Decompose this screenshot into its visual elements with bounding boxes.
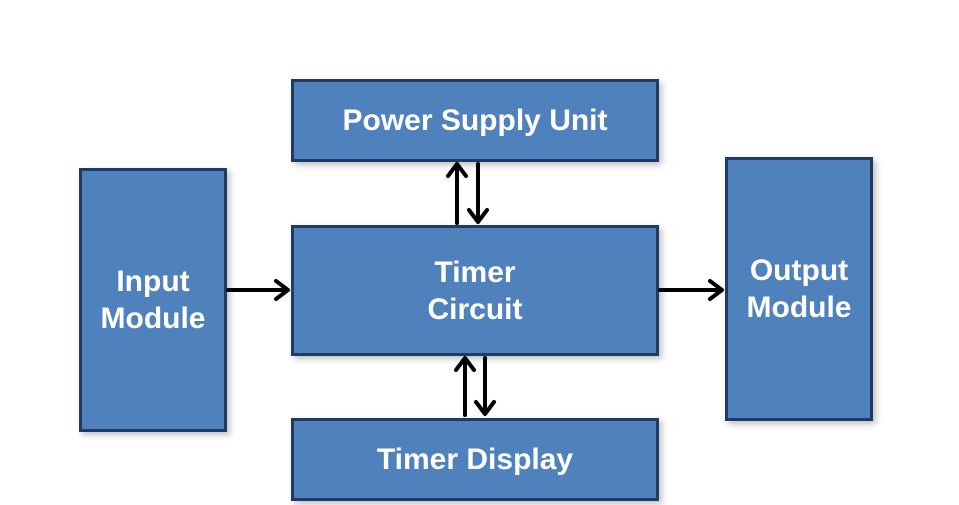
output-module-block: Output Module <box>725 157 873 421</box>
arrow-power-supply-to-timer <box>467 162 489 224</box>
input-module-block: Input Module <box>79 168 227 432</box>
arrow-timer-to-output <box>658 279 724 301</box>
arrow-timer-to-power-supply <box>446 162 468 225</box>
output-module-label: Output Module <box>746 254 852 324</box>
input-module-label: Input Module <box>100 265 206 335</box>
arrow-input-to-timer <box>226 279 290 301</box>
timer-circuit-label: Timer Circuit <box>427 255 523 326</box>
arrow-display-to-timer <box>454 356 476 417</box>
power-supply-unit-block: Power Supply Unit <box>291 79 659 162</box>
timer-circuit-block: Timer Circuit <box>291 225 659 356</box>
timer-display-label: Timer Display <box>376 443 574 476</box>
timer-display-block: Timer Display <box>291 418 659 501</box>
power-supply-unit-label: Power Supply Unit <box>342 104 608 137</box>
arrow-timer-to-display <box>474 356 496 416</box>
